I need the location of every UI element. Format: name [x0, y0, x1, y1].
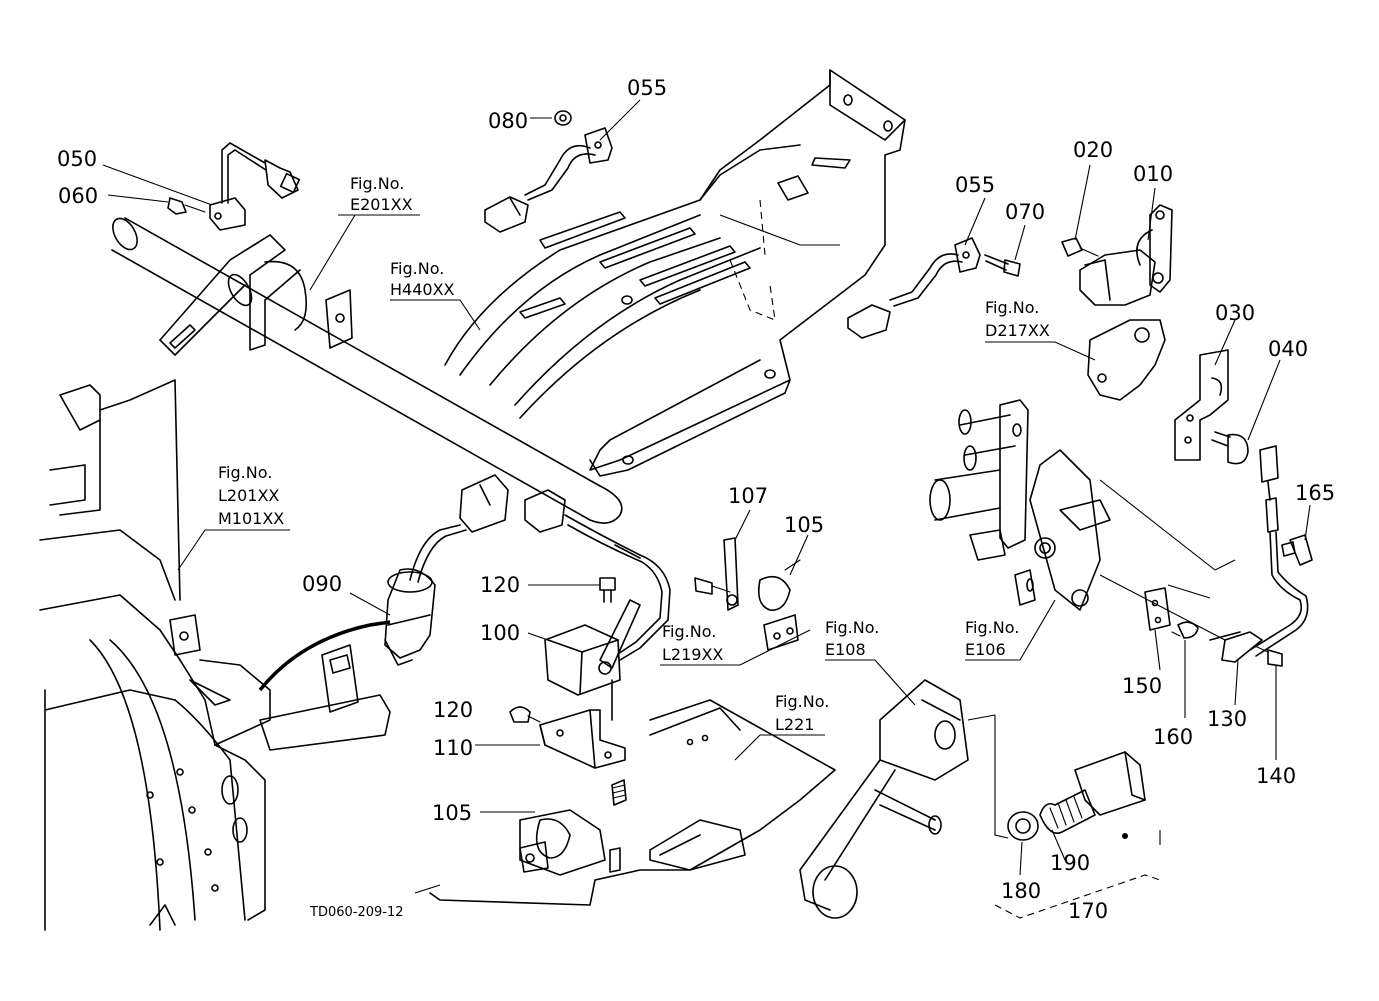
bolt-120-top: [599, 577, 616, 603]
label-105-lower: 105: [432, 801, 472, 825]
fig-ref-l201: L201XX: [218, 486, 279, 505]
bracket-110: [539, 709, 626, 769]
fig-prefix-d217: Fig.No.: [985, 298, 1039, 317]
rod-assembly: [1249, 445, 1309, 657]
label-050: 050: [57, 147, 97, 171]
leader-lines: [102, 99, 1311, 894]
label-170: 170: [1068, 899, 1108, 923]
linkage-e106: [929, 399, 1111, 611]
bracket-107: [694, 537, 739, 611]
fig-prefix-e108: Fig.No.: [825, 618, 879, 637]
bolt-070: [984, 254, 1021, 277]
left-shaft-bracket: [159, 234, 353, 356]
label-020: 020: [1073, 138, 1113, 162]
label-107: 107: [728, 484, 768, 508]
label-180: 180: [1001, 879, 1041, 903]
fig-prefix-l219: Fig.No.: [662, 622, 716, 641]
bracket-030: [1174, 349, 1229, 461]
relay-100: [544, 599, 641, 721]
clamp-105-lower: [519, 818, 571, 873]
label-150: 150: [1122, 674, 1162, 698]
label-110: 110: [433, 736, 473, 760]
group-bracket-170: [994, 874, 1161, 919]
label-080: 080: [488, 109, 528, 133]
diagram-code: TD060-209-12: [309, 905, 404, 920]
bolt-060: [167, 197, 206, 215]
plate-150: [1144, 587, 1171, 631]
connector-harness: [524, 489, 671, 661]
sensor-010: [1079, 204, 1173, 306]
label-160: 160: [1153, 725, 1193, 749]
label-140: 140: [1256, 764, 1296, 788]
label-010: 010: [1133, 162, 1173, 186]
label-070: 070: [1005, 200, 1045, 224]
fig-ref-h440: H440XX: [390, 280, 455, 299]
label-100: 100: [480, 621, 520, 645]
plate-d217: [1087, 319, 1166, 401]
label-055-top: 055: [627, 76, 667, 100]
label-055-right: 055: [955, 173, 995, 197]
pedal-e108: [799, 679, 969, 919]
label-105-upper: 105: [784, 513, 824, 537]
fig-prefix-h440: Fig.No.: [390, 259, 444, 278]
nut-180: [1007, 811, 1039, 841]
bracket-l221: [429, 699, 836, 906]
label-165: 165: [1295, 481, 1335, 505]
fig-ref-m101: M101XX: [218, 509, 284, 528]
label-120-top: 120: [480, 573, 520, 597]
fig-ref-e201: E201XX: [350, 195, 413, 214]
switch-055-right: [847, 237, 981, 339]
cross-shaft: [111, 217, 623, 524]
label-090: 090: [302, 572, 342, 596]
label-040: 040: [1268, 337, 1308, 361]
clamp-105-upper: [757, 559, 801, 651]
label-060: 060: [58, 184, 98, 208]
switch-090: [258, 474, 509, 692]
fig-prefix-e201: Fig.No.: [350, 174, 404, 193]
floor-plate: [444, 69, 906, 477]
fig-ref-l219: L219XX: [662, 645, 723, 664]
bolt-020: [1061, 237, 1099, 257]
label-190: 190: [1050, 851, 1090, 875]
fig-prefix-l201: Fig.No.: [218, 463, 272, 482]
fig-prefix-e106: Fig.No.: [965, 618, 1019, 637]
tractor-frame-left: [39, 379, 391, 931]
label-030: 030: [1215, 301, 1255, 325]
fig-ref-l221: L221: [775, 715, 814, 734]
nut-080: [554, 110, 572, 126]
fig-ref-e108: E108: [825, 640, 866, 659]
bolt-040: [1211, 431, 1249, 465]
clamp-130: [1209, 631, 1263, 663]
fig-ref-e106: E106: [965, 640, 1006, 659]
switch-055-top: [484, 127, 613, 233]
bolt-140: [1254, 645, 1283, 667]
switch-190: [1039, 751, 1146, 839]
switch-050: [209, 142, 301, 231]
bolt-160: [1171, 621, 1199, 639]
label-120-bottom: 120: [433, 698, 473, 722]
label-130: 130: [1207, 707, 1247, 731]
fig-ref-d217: D217XX: [985, 321, 1050, 340]
fig-prefix-l221: Fig.No.: [775, 692, 829, 711]
clip-165: [1281, 534, 1313, 566]
bolt-120-bottom: [509, 706, 541, 723]
